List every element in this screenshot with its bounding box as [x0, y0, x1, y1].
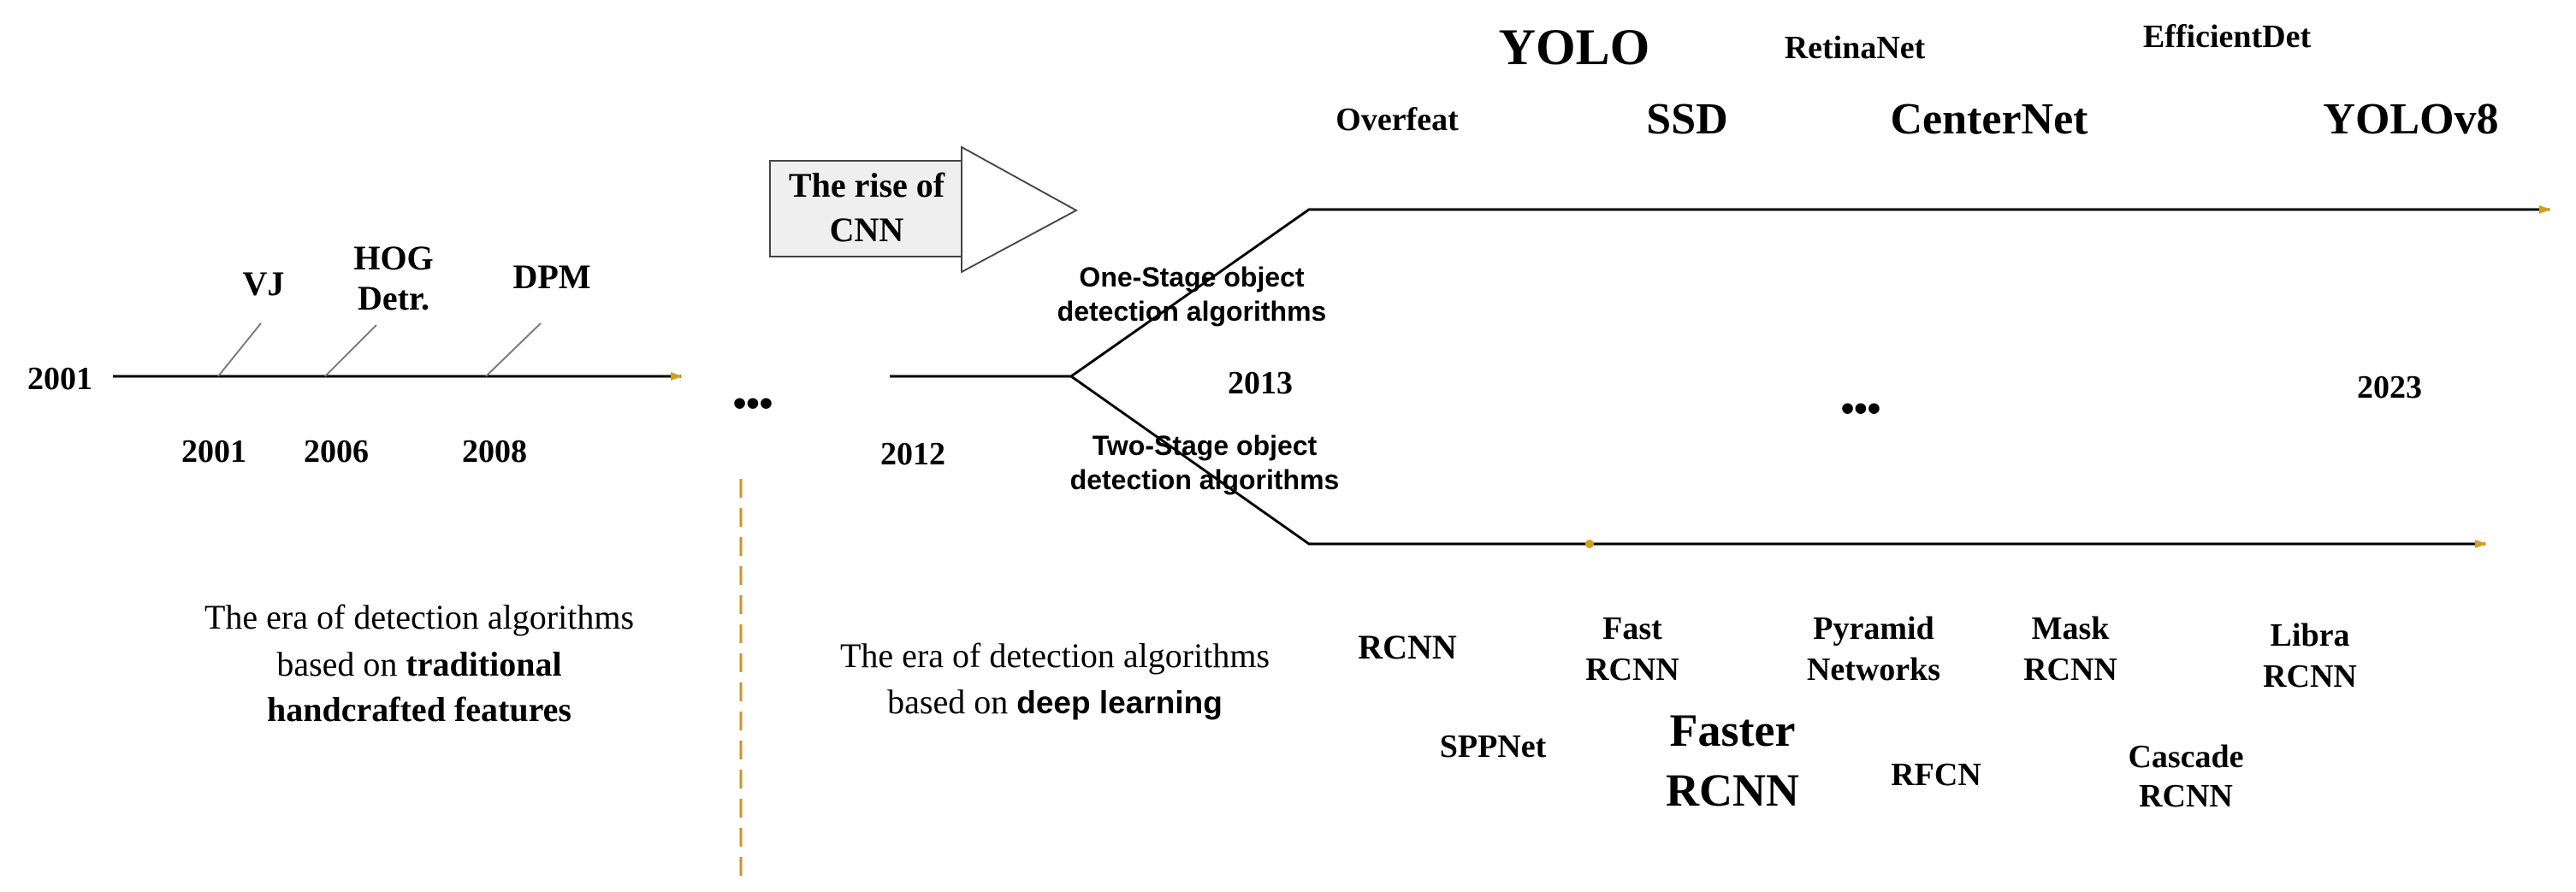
rise-of-cnn-line1: The rise of [789, 166, 945, 204]
deep-era-prefix: based on [887, 682, 1016, 721]
year-2023: 2023 [2357, 369, 2422, 405]
model-fast-rcnn-line2: RCNN [1585, 652, 1679, 688]
traditional-era-prefix: based on [276, 645, 406, 683]
event-vj-year: 2001 [181, 434, 246, 470]
model-faster-rcnn-line2: RCNN [1666, 765, 1799, 816]
year-2012: 2012 [880, 436, 945, 472]
model-yolo: YOLO [1499, 19, 1650, 75]
one-stage-label-line1: One-Stage object [1079, 262, 1305, 292]
model-yolov8: YOLOv8 [2323, 95, 2498, 144]
model-faster-rcnn-line1: Faster [1670, 705, 1796, 756]
model-pyramid-line2: Networks [1807, 652, 1940, 688]
model-centernet: CenterNet [1891, 95, 2089, 144]
model-cascade-rcnn-line1: Cascade [2128, 739, 2243, 775]
event-hog-label-line1: HOG [353, 239, 433, 277]
two-stage-branch [1070, 375, 2487, 548]
traditional-era-bold: traditional [406, 645, 561, 683]
rise-of-cnn-line2: CNN [830, 210, 904, 249]
one-stage-branch [1070, 205, 2551, 378]
two-stage-label-line1: Two-Stage object [1093, 430, 1318, 461]
deep-era-line2: based on deep learning [887, 682, 1223, 721]
dpm-connector [485, 322, 542, 377]
traditional-era-line1: The era of detection algorithms [204, 598, 634, 636]
two-stage-marker-dot [1585, 540, 1594, 548]
middle-ellipsis: ••• [1841, 387, 1880, 429]
deep-era-line1: The era of detection algorithms [840, 636, 1270, 675]
year-2013: 2013 [1228, 365, 1293, 401]
model-libra-rcnn-line1: Libra [2271, 617, 2350, 653]
event-hog-year: 2006 [304, 434, 369, 470]
vj-connector [217, 322, 262, 377]
one-stage-label-line2: detection algorithms [1057, 296, 1327, 327]
model-pyramid-line1: Pyramid [1813, 611, 1933, 647]
model-rcnn: RCNN [1358, 628, 1457, 666]
two-stage-label-line2: detection algorithms [1070, 464, 1340, 495]
event-vj-label: VJ [243, 264, 285, 303]
model-rfcn: RFCN [1891, 757, 1981, 793]
model-mask-rcnn-line2: RCNN [2023, 652, 2117, 688]
deep-era-bold: deep learning [1016, 685, 1223, 720]
model-fast-rcnn-line1: Fast [1602, 611, 1662, 647]
hog-connector [324, 324, 377, 377]
model-ssd: SSD [1646, 95, 1727, 144]
model-retinanet: RetinaNet [1785, 30, 1926, 66]
event-dpm-year: 2008 [462, 434, 527, 470]
model-mask-rcnn-line1: Mask [2032, 611, 2111, 647]
model-sppnet: SPPNet [1440, 729, 1547, 765]
traditional-era-line2: based on traditional [276, 645, 561, 683]
model-efficientdet: EfficientDet [2143, 19, 2312, 55]
traditional-era-line3: handcrafted features [267, 690, 571, 729]
early-ellipsis: ••• [733, 382, 773, 424]
event-dpm-label: DPM [512, 257, 590, 296]
model-overfeat: Overfeat [1335, 102, 1459, 138]
model-cascade-rcnn-line2: RCNN [2139, 778, 2233, 814]
model-libra-rcnn-line2: RCNN [2263, 659, 2357, 694]
event-hog-label-line2: Detr. [358, 279, 429, 317]
rise-of-cnn-arrow [961, 145, 1079, 274]
start-year-label: 2001 [27, 361, 92, 397]
